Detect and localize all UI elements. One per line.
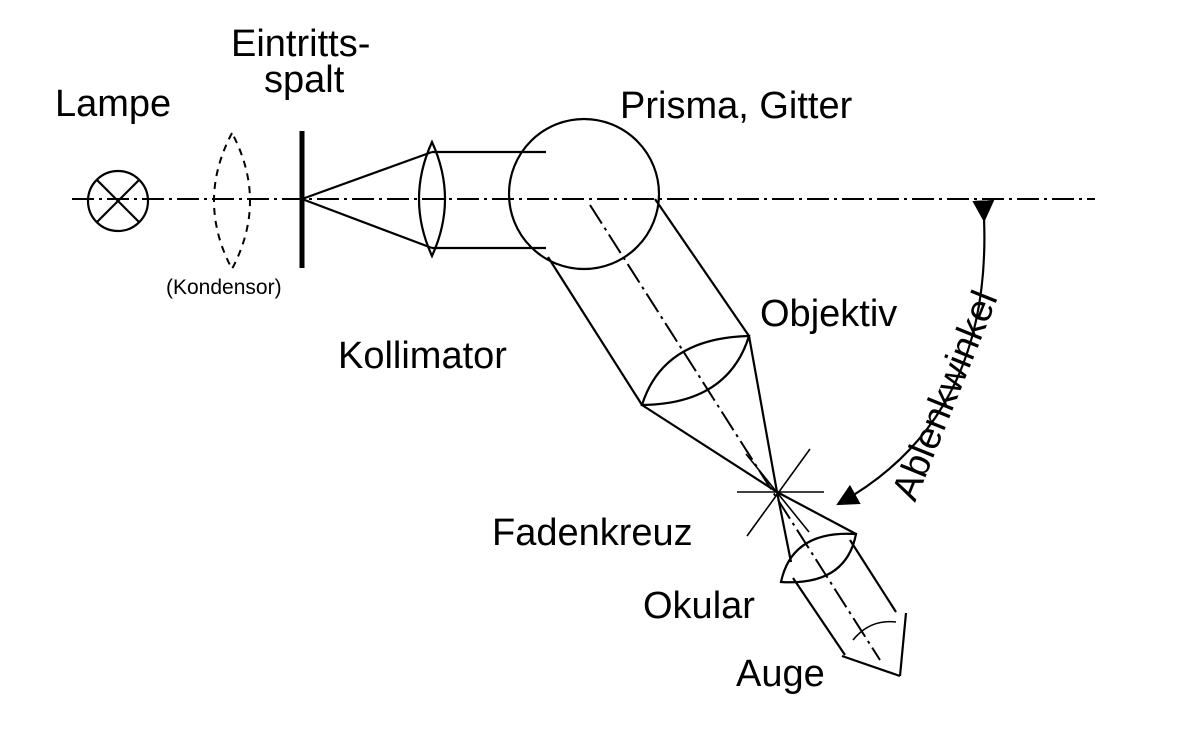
label-okular: Okular [643, 585, 755, 627]
collimator-ray-upper [301, 150, 433, 201]
deflected-beam-left [547, 256, 643, 406]
label-spalt-line1: Eintritts- [231, 23, 370, 65]
label-fadenkreuz: Fadenkreuz [492, 512, 693, 554]
label-auge: Auge [736, 653, 825, 695]
eyepiece-lens [779, 532, 858, 584]
eyepiece-cone-right [776, 491, 857, 535]
eyepiece-tube-left [792, 577, 846, 656]
lamp-symbol [86, 169, 150, 233]
eyepiece-cone-left [775, 491, 793, 563]
label-lampe: Lampe [55, 83, 171, 125]
deflection-angle-arrow [836, 199, 995, 506]
collimator-lens [417, 139, 447, 259]
label-kondensor: (Kondensor) [166, 276, 282, 299]
eye-symbol [841, 612, 908, 678]
eyepiece-tube-right [849, 539, 897, 613]
objective-cone-right [747, 335, 779, 493]
label-spalt-line2: spalt [264, 59, 345, 101]
objective-cone-left [641, 404, 778, 493]
label-ablenkwinkel: Ablenkwinkel [884, 285, 1006, 506]
prism-grating [507, 117, 661, 271]
label-kollimator: Kollimator [338, 335, 507, 377]
deflected-axis [589, 204, 881, 661]
label-objektiv: Objektiv [760, 293, 897, 335]
label-prisma: Prisma, Gitter [620, 85, 853, 127]
collimator-ray-lower [301, 197, 433, 250]
deflected-beam-right [654, 198, 750, 337]
condenser-lens [213, 130, 251, 272]
crosshair-symbol [737, 448, 824, 537]
